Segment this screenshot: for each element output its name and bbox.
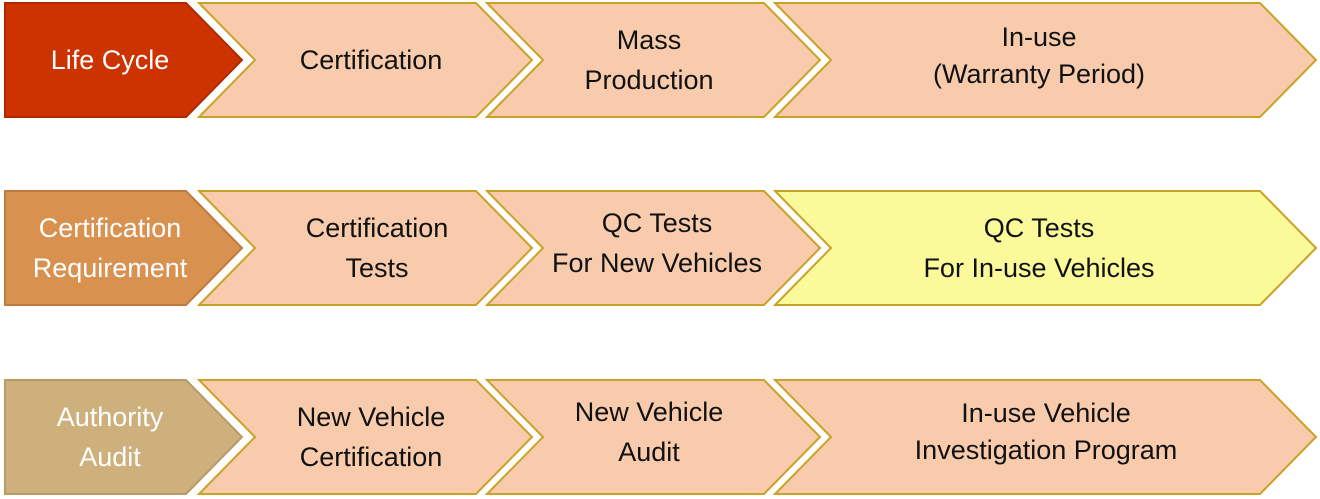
chevron-certification-tests-shape xyxy=(196,190,534,306)
chevron-life-cycle-shape xyxy=(4,2,244,118)
stage-in-use-warranty: In-use (Warranty Period) xyxy=(772,2,1318,118)
chevron-in-use-warranty-shape xyxy=(772,2,1318,118)
chevron-qc-tests-in-use-vehicles-shape xyxy=(772,190,1318,306)
row-life-cycle: Life Cycle Certification Mass Production xyxy=(0,0,1320,120)
row-certification-requirement: Certification Requirement Certification … xyxy=(0,188,1320,308)
stage-new-vehicle-audit: New Vehicle Audit xyxy=(484,379,822,495)
chevron-in-use-vehicle-investigation-shape xyxy=(772,379,1318,495)
stage-mass-production: Mass Production xyxy=(484,2,822,118)
chevron-new-vehicle-audit-shape xyxy=(484,379,822,495)
stage-certification: Certification xyxy=(196,2,534,118)
chevron-certification-shape xyxy=(196,2,534,118)
row-authority-audit: Authority Audit New Vehicle Certificatio… xyxy=(0,377,1320,497)
stage-qc-tests-new-vehicles: QC Tests For New Vehicles xyxy=(484,190,822,306)
chevron-qc-tests-new-vehicles-shape xyxy=(484,190,822,306)
stage-certification-tests: Certification Tests xyxy=(196,190,534,306)
chevron-certification-requirement-shape xyxy=(4,190,244,306)
chevron-authority-audit-shape xyxy=(4,379,244,495)
stage-qc-tests-in-use-vehicles: QC Tests For In-use Vehicles xyxy=(772,190,1318,306)
chevron-mass-production-shape xyxy=(484,2,822,118)
stage-new-vehicle-certification: New Vehicle Certification xyxy=(196,379,534,495)
chevron-new-vehicle-certification-shape xyxy=(196,379,534,495)
stage-in-use-vehicle-investigation: In-use Vehicle Investigation Program xyxy=(772,379,1318,495)
